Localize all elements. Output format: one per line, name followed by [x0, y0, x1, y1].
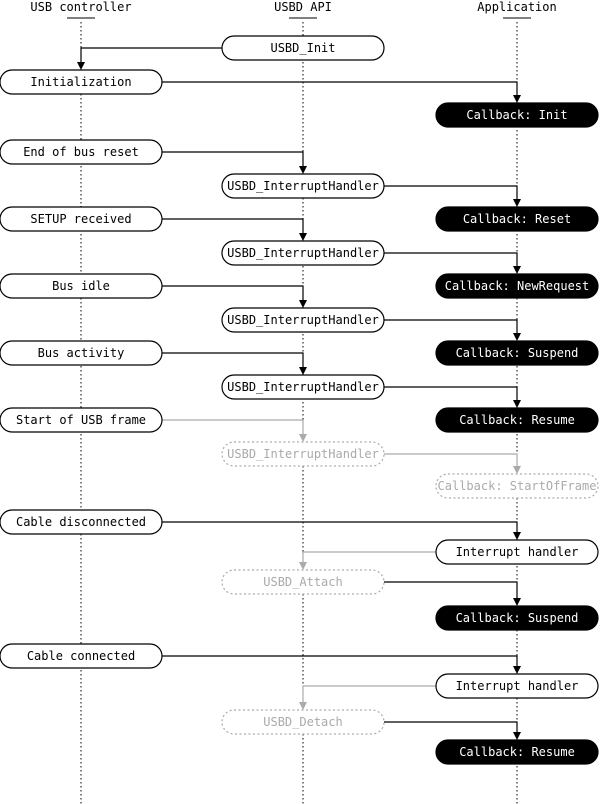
setup-received-node: SETUP received: [0, 206, 163, 232]
end-of-bus-reset-node: End of bus reset: [0, 139, 163, 165]
arrow-initialization-node-to-callback-init-node: [162, 81, 521, 103]
callback-init-node: Callback: Init: [435, 102, 599, 128]
lane-title-ctrl: USB controller: [30, 0, 131, 14]
usbd-detach-node: USBD_Detach: [221, 709, 385, 735]
arrow-interrupt-handler-sof-node-to-callback-startofframe-node: [384, 453, 521, 474]
arrow-cable-disconnected-node-to-interrupt-handler-disconnect-node: [162, 521, 521, 540]
callback-newrequest-node-label: Callback: NewRequest: [445, 279, 590, 293]
lane-title-app: Application: [477, 0, 556, 14]
initialization-node-label: Initialization: [30, 75, 131, 89]
cable-disconnected-node: Cable disconnected: [0, 509, 163, 535]
arrow-interrupt-handler-activity-node-to-callback-resume-node: [384, 386, 521, 408]
setup-received-node-label: SETUP received: [30, 212, 131, 226]
lane-title-api: USBD API: [274, 0, 332, 14]
interrupt-handler-activity-node: USBD_InterruptHandler: [221, 374, 385, 400]
usbd-init-node: USBD_Init: [221, 35, 385, 61]
interrupt-handler-reset-node-label: USBD_InterruptHandler: [227, 179, 379, 193]
usbd-init-node-label: USBD_Init: [270, 41, 335, 55]
interrupt-handler-idle-node-label: USBD_InterruptHandler: [227, 313, 379, 327]
bus-activity-node-label: Bus activity: [38, 346, 125, 360]
callback-suspend-2-node: Callback: Suspend: [435, 605, 599, 631]
arrow-interrupt-handler-reset-node-to-callback-reset-node: [384, 185, 521, 207]
callback-resume-2-node: Callback: Resume: [435, 739, 599, 765]
callback-suspend-2-node-label: Callback: Suspend: [456, 611, 579, 625]
callback-resume-node: Callback: Resume: [435, 407, 599, 433]
usbd-attach-node: USBD_Attach: [221, 569, 385, 595]
interrupt-handler-connect-node: Interrupt handler: [435, 673, 599, 699]
cable-disconnected-node-label: Cable disconnected: [16, 515, 146, 529]
callback-resume-node-label: Callback: Resume: [459, 413, 575, 427]
arrow-cable-connected-node-to-interrupt-handler-connect-node: [162, 655, 521, 674]
callback-resume-2-node-label: Callback: Resume: [459, 745, 575, 759]
arrow-interrupt-handler-idle-node-to-callback-suspend-node: [384, 319, 521, 341]
usbd-detach-node-label: USBD_Detach: [263, 715, 342, 729]
end-of-bus-reset-node-label: End of bus reset: [23, 145, 139, 159]
bus-idle-node-label: Bus idle: [52, 279, 110, 293]
interrupt-handler-disconnect-node-label: Interrupt handler: [456, 545, 579, 559]
cable-connected-node: Cable connected: [0, 643, 163, 669]
arrow-interrupt-handler-disconnect-node-to-usbd-attach-node: [299, 551, 436, 570]
callback-reset-node-label: Callback: Reset: [463, 212, 571, 226]
arrow-usbd-attach-node-to-callback-suspend-2-node: [384, 581, 521, 606]
interrupt-handler-setup-node: USBD_InterruptHandler: [221, 240, 385, 266]
callback-newrequest-node: Callback: NewRequest: [435, 273, 599, 299]
callback-suspend-node: Callback: Suspend: [435, 340, 599, 366]
interrupt-handler-reset-node: USBD_InterruptHandler: [221, 173, 385, 199]
arrow-usbd-init-node-to-initialization-node: [77, 47, 222, 70]
callback-suspend-node-label: Callback: Suspend: [456, 346, 579, 360]
interrupt-handler-setup-node-label: USBD_InterruptHandler: [227, 246, 379, 260]
initialization-node: Initialization: [0, 69, 163, 95]
arrow-usbd-detach-node-to-callback-resume-2-node: [384, 721, 521, 740]
interrupt-handler-idle-node: USBD_InterruptHandler: [221, 307, 385, 333]
start-of-usb-frame-node-label: Start of USB frame: [16, 413, 146, 427]
lanes-layer: USB controller USBD API Application: [30, 0, 557, 804]
bus-activity-node: Bus activity: [0, 340, 163, 366]
interrupt-handler-disconnect-node: Interrupt handler: [435, 539, 599, 565]
cable-connected-node-label: Cable connected: [27, 649, 135, 663]
callback-init-node-label: Callback: Init: [466, 108, 567, 122]
usbd-attach-node-label: USBD_Attach: [263, 575, 342, 589]
callback-startofframe-node: Callback: StartOfFrame: [435, 473, 599, 499]
callback-startofframe-node-label: Callback: StartOfFrame: [438, 479, 597, 493]
arrow-setup-received-node-to-interrupt-handler-setup-node: [162, 218, 307, 241]
interrupt-handler-sof-node-label: USBD_InterruptHandler: [227, 447, 379, 461]
arrow-start-of-usb-frame-node-to-interrupt-handler-sof-node: [162, 419, 307, 442]
bus-idle-node: Bus idle: [0, 273, 163, 299]
arrow-interrupt-handler-setup-node-to-callback-newrequest-node: [384, 252, 521, 274]
arrow-bus-activity-node-to-interrupt-handler-activity-node: [162, 352, 307, 375]
arrow-end-of-bus-reset-node-to-interrupt-handler-reset-node: [162, 151, 307, 174]
callback-reset-node: Callback: Reset: [435, 206, 599, 232]
start-of-usb-frame-node: Start of USB frame: [0, 407, 163, 433]
interrupt-handler-activity-node-label: USBD_InterruptHandler: [227, 380, 379, 394]
arrow-interrupt-handler-connect-node-to-usbd-detach-node: [299, 685, 436, 710]
interrupt-handler-connect-node-label: Interrupt handler: [456, 679, 579, 693]
interrupt-handler-sof-node: USBD_InterruptHandler: [221, 441, 385, 467]
arrow-bus-idle-node-to-interrupt-handler-idle-node: [162, 285, 307, 308]
arrows-layer: [77, 47, 521, 740]
